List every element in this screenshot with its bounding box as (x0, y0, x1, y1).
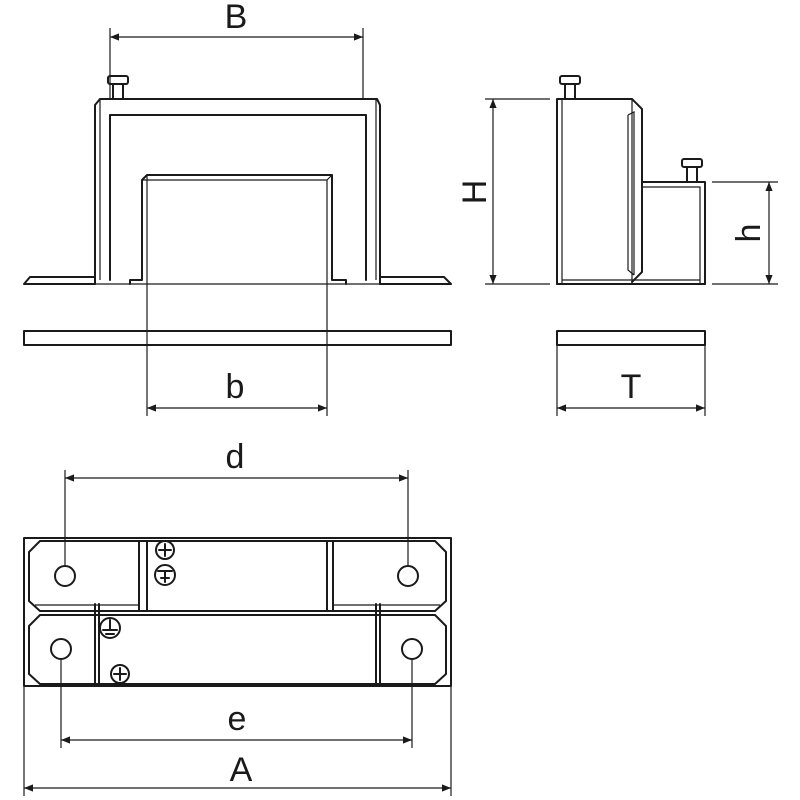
side-low-body (641, 181, 706, 285)
mounting-hole-top-left (54, 565, 76, 587)
dimension-d-label: d (226, 438, 245, 476)
dimension-h-label: h (730, 224, 768, 243)
earth-screw-icon (154, 564, 176, 586)
dimension-H-label: H (456, 180, 494, 205)
side-low-screw (681, 158, 703, 183)
dimension-T: T (557, 368, 705, 412)
dimension-b-label: b (226, 368, 245, 406)
dimension-H: H (456, 99, 497, 284)
top-lower-plate (28, 614, 447, 685)
dimension-d: d (65, 438, 408, 482)
dimension-h: h (730, 182, 773, 284)
dimension-B-label: B (225, 0, 248, 36)
mounting-hole-bottom-left (50, 638, 72, 660)
cross-screw-lower-icon (110, 664, 130, 684)
dimension-A: A (24, 751, 451, 792)
front-view (23, 28, 452, 416)
top-view (23, 470, 452, 796)
dimension-e-label: e (228, 700, 247, 738)
dimension-A-label: A (230, 751, 253, 789)
earth-screw-lower-icon (99, 617, 121, 639)
mounting-hole-top-right (397, 565, 419, 587)
front-left-flange (23, 276, 96, 285)
side-tall-body (556, 98, 643, 285)
cross-screw-icon (155, 540, 175, 560)
dimension-b: b (147, 368, 327, 412)
mounting-hole-bottom-right (401, 638, 423, 660)
front-top-screw (107, 75, 129, 100)
front-bridge-outer (94, 98, 381, 285)
dimension-T-label: T (621, 368, 642, 406)
side-view (485, 75, 778, 416)
dimension-B: B (110, 0, 363, 41)
front-base-plate (23, 330, 452, 346)
side-base-plate (556, 330, 706, 346)
top-outer-frame (23, 537, 452, 687)
dimension-e: e (61, 700, 412, 744)
front-bridge-inner (109, 114, 367, 281)
side-top-screw (559, 75, 581, 100)
front-right-flange (379, 276, 452, 285)
top-upper-plate (28, 540, 447, 612)
front-channel-opening (129, 174, 347, 285)
